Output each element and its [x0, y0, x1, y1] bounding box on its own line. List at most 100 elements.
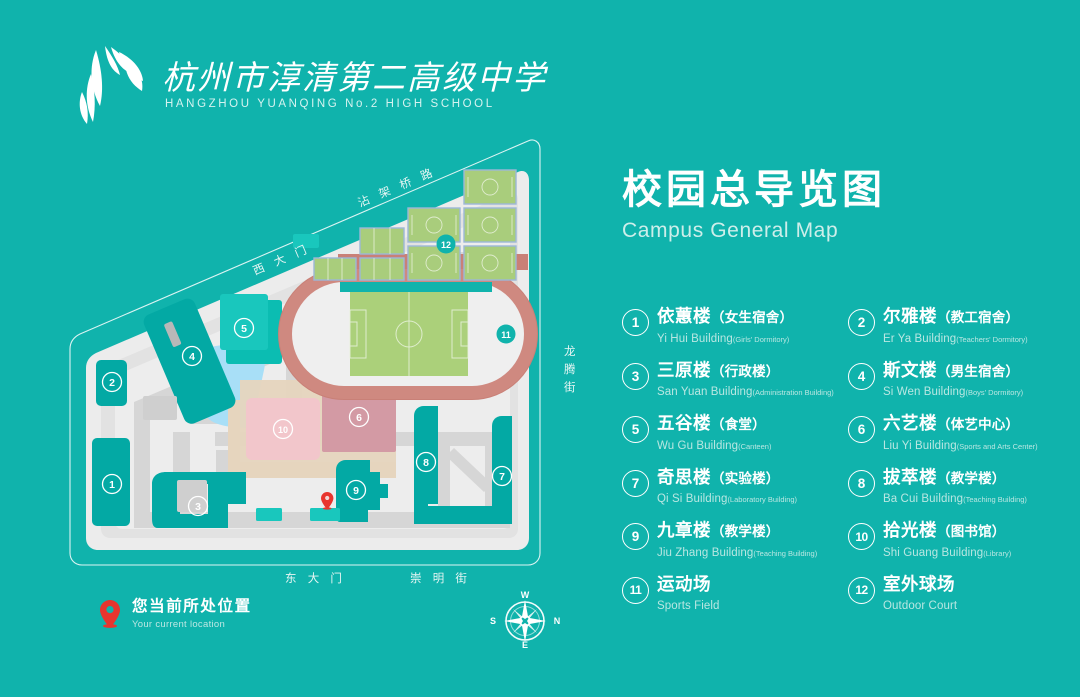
legend-number-badge-10: 10: [848, 523, 875, 551]
building-shape-2: [96, 360, 127, 406]
compass-rose-icon: W N E S: [490, 590, 560, 650]
building-shape-9: [336, 460, 388, 522]
legend-name-en: San Yuan Building(Administration Buildin…: [657, 386, 834, 399]
legend-item-8[interactable]: 8 拔萃楼（教学楼） Ba Cui Building(Teaching Buildi…: [848, 467, 1054, 508]
building-shape-7: [492, 416, 512, 524]
map-marker-label: 4: [189, 351, 195, 363]
legend-name-en: Liu Yi Building(Sports and Arts Center): [883, 439, 1038, 452]
legend-name-cn: 拔萃楼（教学楼）: [883, 466, 1006, 487]
legend-number-badge-6: 6: [848, 416, 875, 444]
campus-boundary: [69, 139, 541, 566]
legend-number-badge-2: 2: [848, 309, 875, 336]
school-name-cn: 杭州市淳清第二高级中学: [162, 57, 547, 97]
legend-item-2[interactable]: 2 尔雅楼（教工宿舍） Er Ya Building(Teachers' Dormi…: [848, 306, 1054, 347]
legend-name-en: Er Ya Building(Teachers' Dormitory): [883, 332, 1028, 345]
legend-number-badge-9: 9: [622, 523, 649, 551]
legend-name-cn: 尔雅楼（教工宿舍）: [883, 306, 1020, 326]
legend-number-badge-7: 7: [622, 469, 649, 497]
legend-name-cn: 斯文楼（男生宿舍）: [883, 359, 1020, 380]
map-marker-label: 3: [195, 501, 201, 513]
map-buildings: [92, 234, 512, 528]
building-shape-1: [92, 438, 130, 526]
svg-text:腾: 腾: [564, 362, 580, 376]
legend-item-6[interactable]: 6 六艺楼（体艺中心） Liu Yi Building(Sports and Art…: [848, 413, 1054, 454]
map-marker-label: 5: [241, 323, 247, 335]
street-label-zhanjiaqiao: 沾 架 桥 路: [356, 164, 438, 210]
building-shape-3: [152, 472, 210, 528]
map-marker-8[interactable]: 8: [415, 451, 437, 473]
street-label-east-gate: 东 大 门: [285, 571, 346, 585]
map-pin-icon: [100, 599, 120, 628]
legend-name-cn: 三原楼（行政楼）: [657, 359, 780, 380]
outdoor-courts: [313, 169, 517, 292]
legend-name-cn: 五谷楼（食堂）: [657, 413, 766, 434]
legend-item-9[interactable]: 9 九章楼（教学楼） Jiu Zhang Building(Teaching Bui…: [622, 520, 828, 561]
legend-item-3[interactable]: 3 三原楼（行政楼） San Yuan Building(Administratio…: [622, 359, 834, 401]
svg-text:龙: 龙: [564, 345, 580, 358]
legend-name-en: Si Wen Building(Boys' Dormitory): [883, 386, 1024, 399]
legend-name-cn: 六艺楼（体艺中心）: [883, 413, 1020, 434]
school-brand: 杭州市淳清第二高级中学 HANGZHOU YUANQING No.2 HIGH …: [72, 44, 547, 126]
legend-item-12[interactable]: 12 室外球场 Outdoor Court: [848, 574, 1054, 615]
map-marker-7[interactable]: 7: [491, 465, 513, 487]
panel-header: 校园总导览图 Campus General Map: [622, 168, 1052, 243]
campus-map: 西 大 门 沾 架 桥 路 东 大 门 崇 明 街 龙 腾 街 12345678…: [69, 139, 580, 585]
legend-name-cn: 依蕙楼（女生宿舍）: [657, 306, 794, 326]
legend-item-4[interactable]: 4 斯文楼（男生宿舍） Si Wen Building(Boys' Dormitor…: [848, 360, 1054, 401]
legend-item-10[interactable]: 10 拾光楼（图书馆） Shi Guang Building(Library): [848, 520, 1054, 561]
map-marker-label: 1: [109, 479, 115, 491]
legend-number-badge-12: 12: [848, 576, 875, 604]
current-location-en: Your current location: [132, 618, 226, 630]
current-location-key: 您当前所处位置 Your current location: [100, 598, 252, 630]
map-marker-5[interactable]: 5: [233, 317, 255, 339]
map-marker-3[interactable]: 3: [187, 495, 209, 517]
legend-name-cn: 奇思楼（实验楼）: [657, 466, 780, 487]
building-shape-10: [246, 398, 320, 460]
map-marker-4[interactable]: 4: [181, 345, 203, 367]
map-marker-9[interactable]: 9: [345, 479, 367, 501]
legend-name-cn: 室外球场: [883, 573, 955, 594]
legend-number-badge-1: 1: [622, 309, 649, 336]
current-location-cn: 您当前所处位置: [132, 598, 252, 615]
you-are-here-pin: [321, 492, 334, 510]
legend-name-en: Sports Field: [657, 600, 720, 613]
school-name-en: HANGZHOU YUANQING No.2 HIGH SCHOOL: [165, 98, 495, 111]
map-marker-12[interactable]: 12: [436, 234, 456, 254]
map-marker-2[interactable]: 2: [101, 371, 123, 393]
legend-name-en: Outdoor Court: [883, 600, 958, 613]
legend-number-badge-3: 3: [622, 362, 649, 390]
map-marker-6[interactable]: 6: [348, 406, 370, 428]
legend-number-badge-11: 11: [622, 576, 649, 604]
map-marker-label: 7: [499, 471, 505, 483]
street-label-longteng: 龙 腾 街: [564, 345, 580, 394]
legend-name-en: Jiu Zhang Building(Teaching Building): [657, 546, 818, 559]
page-subtitle: Campus General Map: [622, 218, 839, 242]
legend-number-badge-4: 4: [848, 362, 875, 390]
map-marker-1[interactable]: 1: [101, 473, 123, 495]
building-shape-8: [414, 406, 438, 524]
legend-item-5[interactable]: 5 五谷楼（食堂） Wu Gu Building(Canteen): [622, 413, 828, 454]
compass-label-left: S: [490, 616, 496, 626]
map-marker-label: 10: [278, 425, 288, 435]
legend-name-en: Wu Gu Building(Canteen): [657, 439, 772, 452]
map-marker-label: 11: [501, 330, 511, 340]
map-marker-label: 2: [109, 377, 115, 389]
street-label-chongming: 崇 明 街: [410, 571, 471, 585]
map-marker-label: 6: [356, 412, 362, 424]
legend-number-badge-5: 5: [622, 416, 649, 444]
legend-name-en: Ba Cui Building(Teaching Building): [883, 493, 1027, 506]
legend-name-en: Qi Si Building(Laboratory Building): [657, 493, 798, 506]
legend-name-en: Shi Guang Building(Library): [883, 546, 1012, 559]
legend-name-cn: 拾光楼（图书馆）: [883, 520, 1006, 541]
legend-number-badge-8: 8: [848, 469, 875, 497]
map-marker-label: 12: [441, 240, 451, 250]
svg-text:街: 街: [564, 380, 580, 394]
map-marker-10[interactable]: 10: [272, 418, 294, 440]
legend-name-cn: 九章楼（教学楼）: [657, 520, 780, 541]
compass-label-bottom: E: [522, 640, 528, 650]
map-marker-11[interactable]: 11: [496, 324, 516, 344]
legend-item-7[interactable]: 7 奇思楼（实验楼） Qi Si Building(Laboratory Build…: [622, 467, 828, 508]
